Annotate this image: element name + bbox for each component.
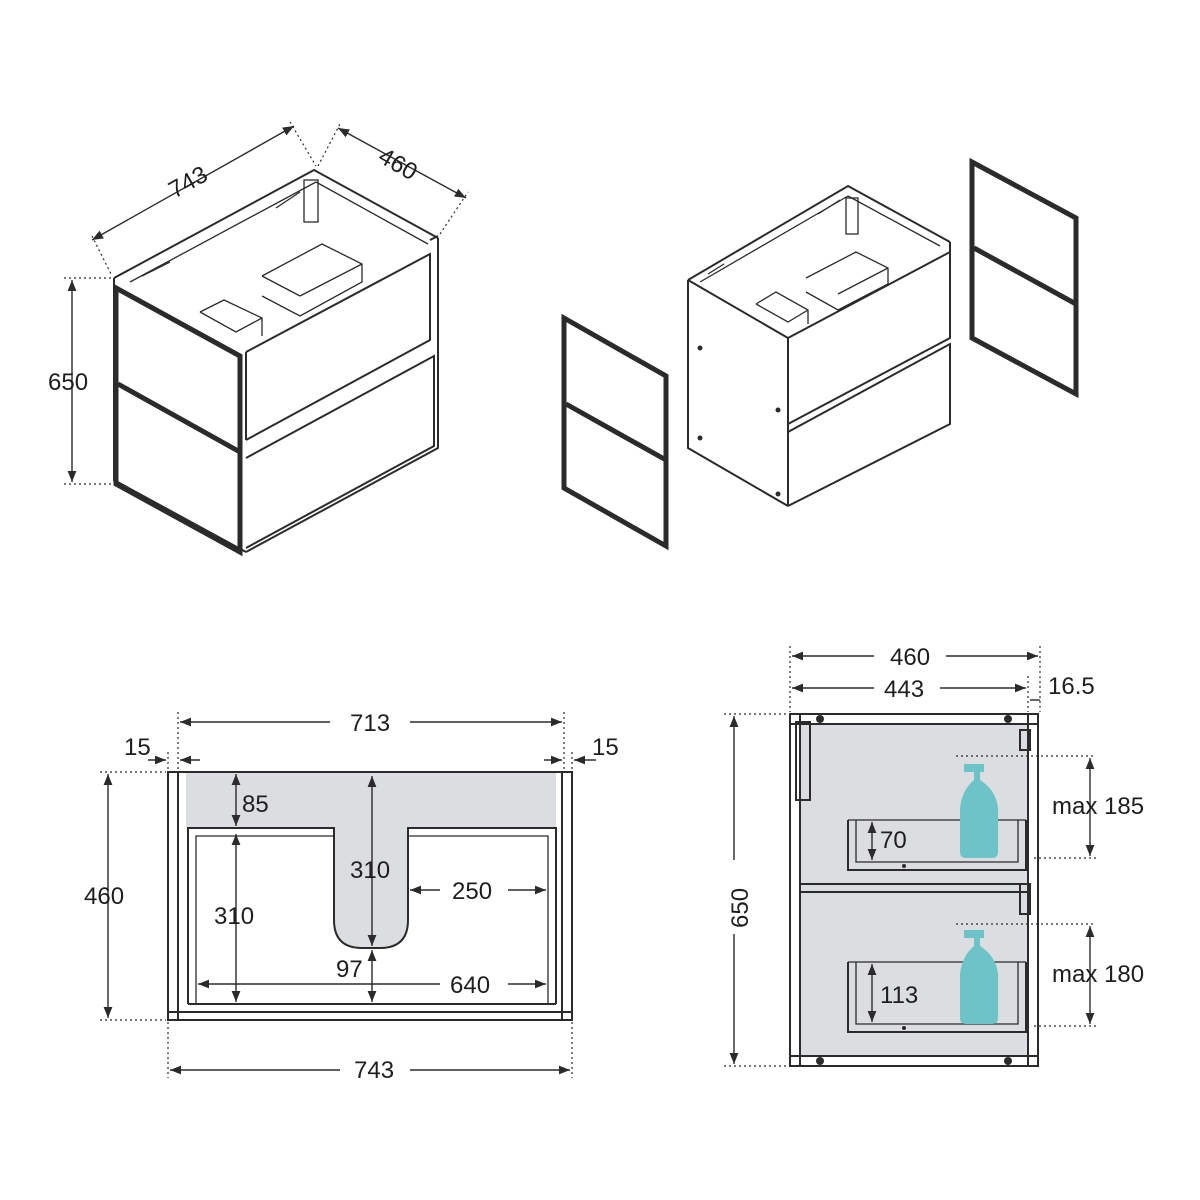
iso-dimensions: 743 460 650	[48, 121, 469, 485]
iso-width-label: 743	[164, 161, 212, 204]
side-inner-depth-label: 443	[884, 676, 924, 703]
top-cutout-width-label: 97	[336, 956, 363, 983]
iso-height-label: 650	[48, 369, 88, 396]
side-view-dimensions: 460 443 16.5 650 max 185 70 max 180 113	[724, 644, 1144, 1067]
top-cutout-side-label: 250	[452, 878, 492, 905]
top-cutout-depth-label: 310	[350, 857, 390, 884]
side-view	[789, 713, 1096, 1067]
soap-bottle-icon	[960, 764, 998, 858]
top-inner-width-label: 713	[350, 710, 390, 737]
side-depth-label: 460	[890, 644, 930, 671]
side-panel-label: 16.5	[1048, 673, 1095, 700]
side-lower-max-label: max 180	[1052, 961, 1144, 988]
top-drawer-width-label: 640	[450, 972, 490, 999]
top-back-gap-label: 85	[242, 791, 269, 818]
top-drawer-depth-label: 310	[214, 903, 254, 930]
iso-assembled-view	[113, 168, 439, 557]
side-upper-max-label: max 185	[1052, 793, 1144, 820]
iso-exploded-view	[561, 157, 1079, 551]
top-outer-width-label: 743	[354, 1057, 394, 1084]
top-view-dimensions: 713 15 15 460 85 310 310 250 97 640 743	[84, 710, 619, 1084]
side-lower-drawer-label: 113	[880, 982, 918, 1009]
side-height-label: 650	[727, 888, 754, 928]
iso-depth-label: 460	[374, 143, 422, 186]
top-side-left-label: 15	[124, 734, 151, 761]
top-side-right-label: 15	[592, 734, 619, 761]
soap-bottle-icon	[960, 930, 998, 1024]
side-upper-drawer-label: 70	[880, 827, 907, 854]
top-depth-label: 460	[84, 883, 124, 910]
top-view	[167, 771, 573, 1021]
